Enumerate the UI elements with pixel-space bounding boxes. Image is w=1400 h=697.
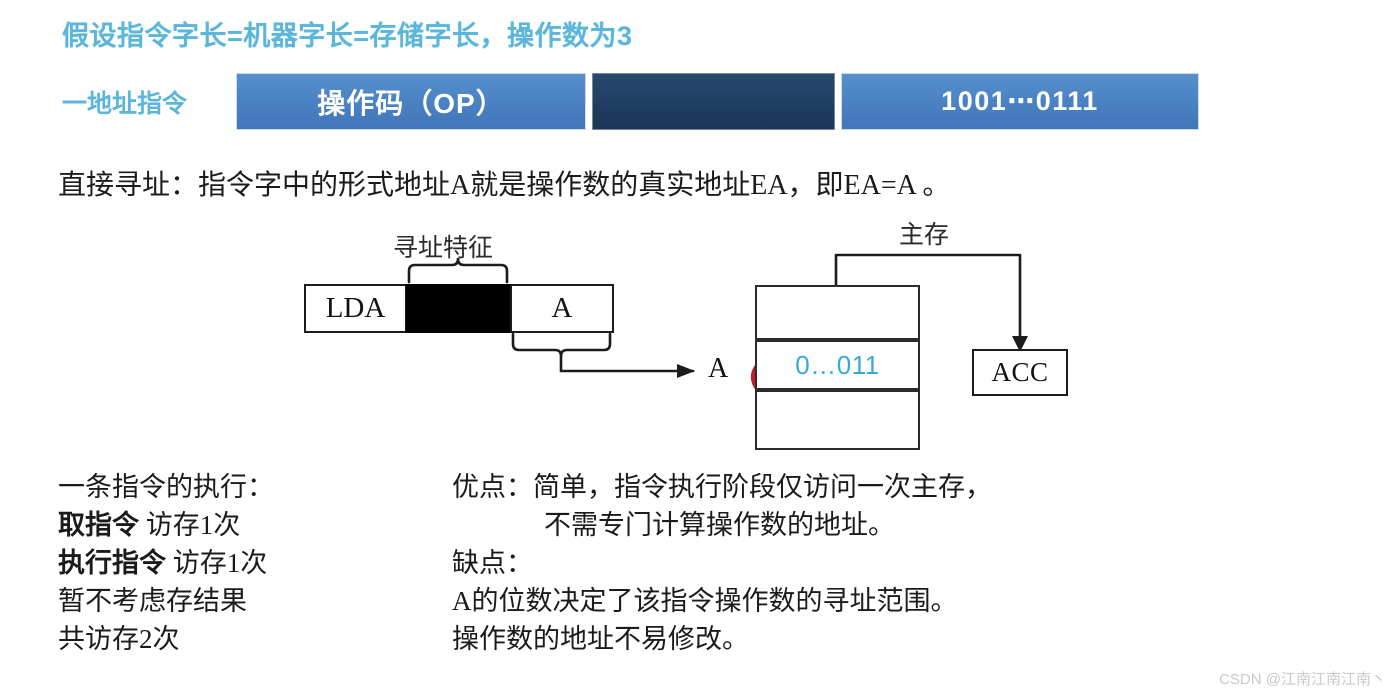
address-arrow-label: A bbox=[708, 353, 729, 384]
bar-segment-opcode: 操作码（OP） bbox=[236, 73, 586, 130]
pros-label: 优点： bbox=[452, 472, 533, 502]
execution-summary: 一条指令的执行： 取指令 访存1次 执行指令 访存1次 暂不考虑存结果 共访存2… bbox=[58, 468, 274, 658]
cons-label: 缺点： bbox=[452, 548, 533, 578]
execution-title: 一条指令的执行： bbox=[58, 472, 274, 502]
instruction-field-mode bbox=[406, 284, 511, 333]
execution-line-2-rest: 访存1次 bbox=[166, 548, 268, 578]
pros-line-2: 不需专门计算操作数的地址。 bbox=[544, 510, 895, 540]
execution-line-3: 暂不考虑存结果 bbox=[58, 586, 247, 616]
watermark: CSDN @江南江南江南丶 bbox=[1219, 671, 1386, 688]
pros-first-line: 优点：简单，指令执行阶段仅访问一次主存， bbox=[452, 468, 992, 506]
cons-line-1: A的位数决定了该指令操作数的寻址范围。 bbox=[452, 586, 958, 616]
instruction-field-opcode: LDA bbox=[304, 284, 407, 333]
execution-line-1-bold: 取指令 bbox=[58, 510, 139, 540]
cons-line-2: 操作数的地址不易修改。 bbox=[452, 624, 749, 654]
memory-cell-selected bbox=[755, 340, 920, 390]
bar-segment-address: 1001⋯0111 bbox=[841, 73, 1199, 130]
execution-line-2-bold: 执行指令 bbox=[58, 548, 166, 578]
memory-cell-bottom bbox=[755, 390, 920, 450]
instruction-field-address: A bbox=[510, 284, 614, 333]
memory-cell-value: 0…011 bbox=[795, 349, 880, 380]
memory-cell-top bbox=[755, 285, 920, 340]
execution-line-1-rest: 访存1次 bbox=[139, 510, 241, 540]
brace-label-addressing-feature: 寻址特征 bbox=[393, 235, 494, 262]
page-title: 假设指令字长=机器字长=存储字长，操作数为3 bbox=[62, 21, 633, 51]
explanation-text: 直接寻址：指令字中的形式地址A就是操作数的真实地址EA，即EA=A 。 bbox=[58, 170, 951, 201]
execution-line-4: 共访存2次 bbox=[58, 624, 180, 654]
pros-line-1: 简单，指令执行阶段仅访问一次主存， bbox=[533, 472, 992, 502]
bar-segment-addressing-mode bbox=[592, 73, 835, 130]
execution-line-2: 执行指令 访存1次 bbox=[58, 544, 274, 582]
instruction-format-label: 一地址指令 bbox=[62, 90, 188, 118]
execution-line-1: 取指令 访存1次 bbox=[58, 506, 274, 544]
pros-cons-summary: 优点：简单，指令执行阶段仅访问一次主存， 不需专门计算操作数的地址。 缺点： A… bbox=[452, 468, 992, 658]
memory-label: 主存 bbox=[899, 222, 950, 249]
register-acc: ACC bbox=[972, 349, 1068, 396]
